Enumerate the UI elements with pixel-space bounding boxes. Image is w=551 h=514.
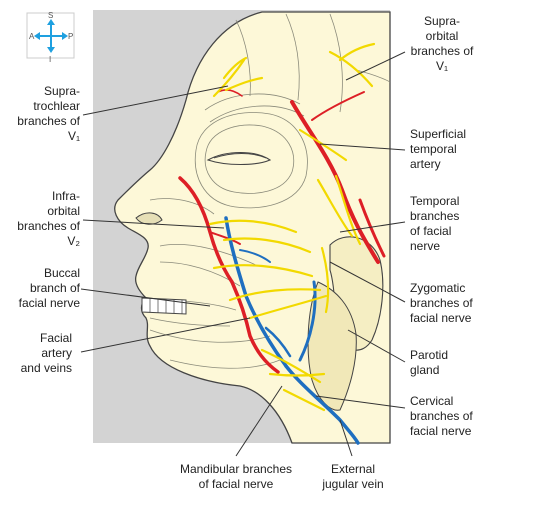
- nerves: [208, 42, 376, 412]
- label-supraorbital-branches: Supra- orbital branches of V₁: [410, 14, 474, 73]
- label-supratrochlear-branches: Supra- trochlear branches of V₁: [17, 84, 80, 143]
- compass-right-letter: P: [68, 32, 73, 41]
- compass-bottom-letter: I: [49, 55, 51, 64]
- label-zygomatic-branches: Zygomatic branches of facial nerve: [410, 281, 473, 325]
- eye: [206, 152, 272, 165]
- mouth: [141, 297, 187, 315]
- leader-lines: [80, 51, 406, 457]
- label-facial-artery-veins: Facial artery and veins: [20, 331, 72, 375]
- label-parotid-gland: Parotid gland: [410, 348, 449, 377]
- label-buccal-branch: Buccal branch of facial nerve: [18, 266, 80, 310]
- label-mandibular-branches: Mandibular branches of facial nerve: [179, 462, 293, 491]
- compass-top-letter: S: [48, 11, 53, 20]
- label-cervical-branches: Cervical branches of facial nerve: [410, 394, 473, 438]
- arteries: [178, 89, 386, 374]
- label-temporal-branches: Temporal branches of facial nerve: [410, 194, 460, 253]
- compass-left-letter: A: [29, 32, 35, 41]
- label-infraorbital-branches: Infra- orbital branches of V₂: [17, 189, 80, 248]
- label-external-jugular-vein: External jugular vein: [322, 462, 384, 491]
- label-superficial-temporal-artery: Superficial temporal artery: [410, 127, 467, 171]
- orientation-compass: S I A P: [26, 11, 75, 64]
